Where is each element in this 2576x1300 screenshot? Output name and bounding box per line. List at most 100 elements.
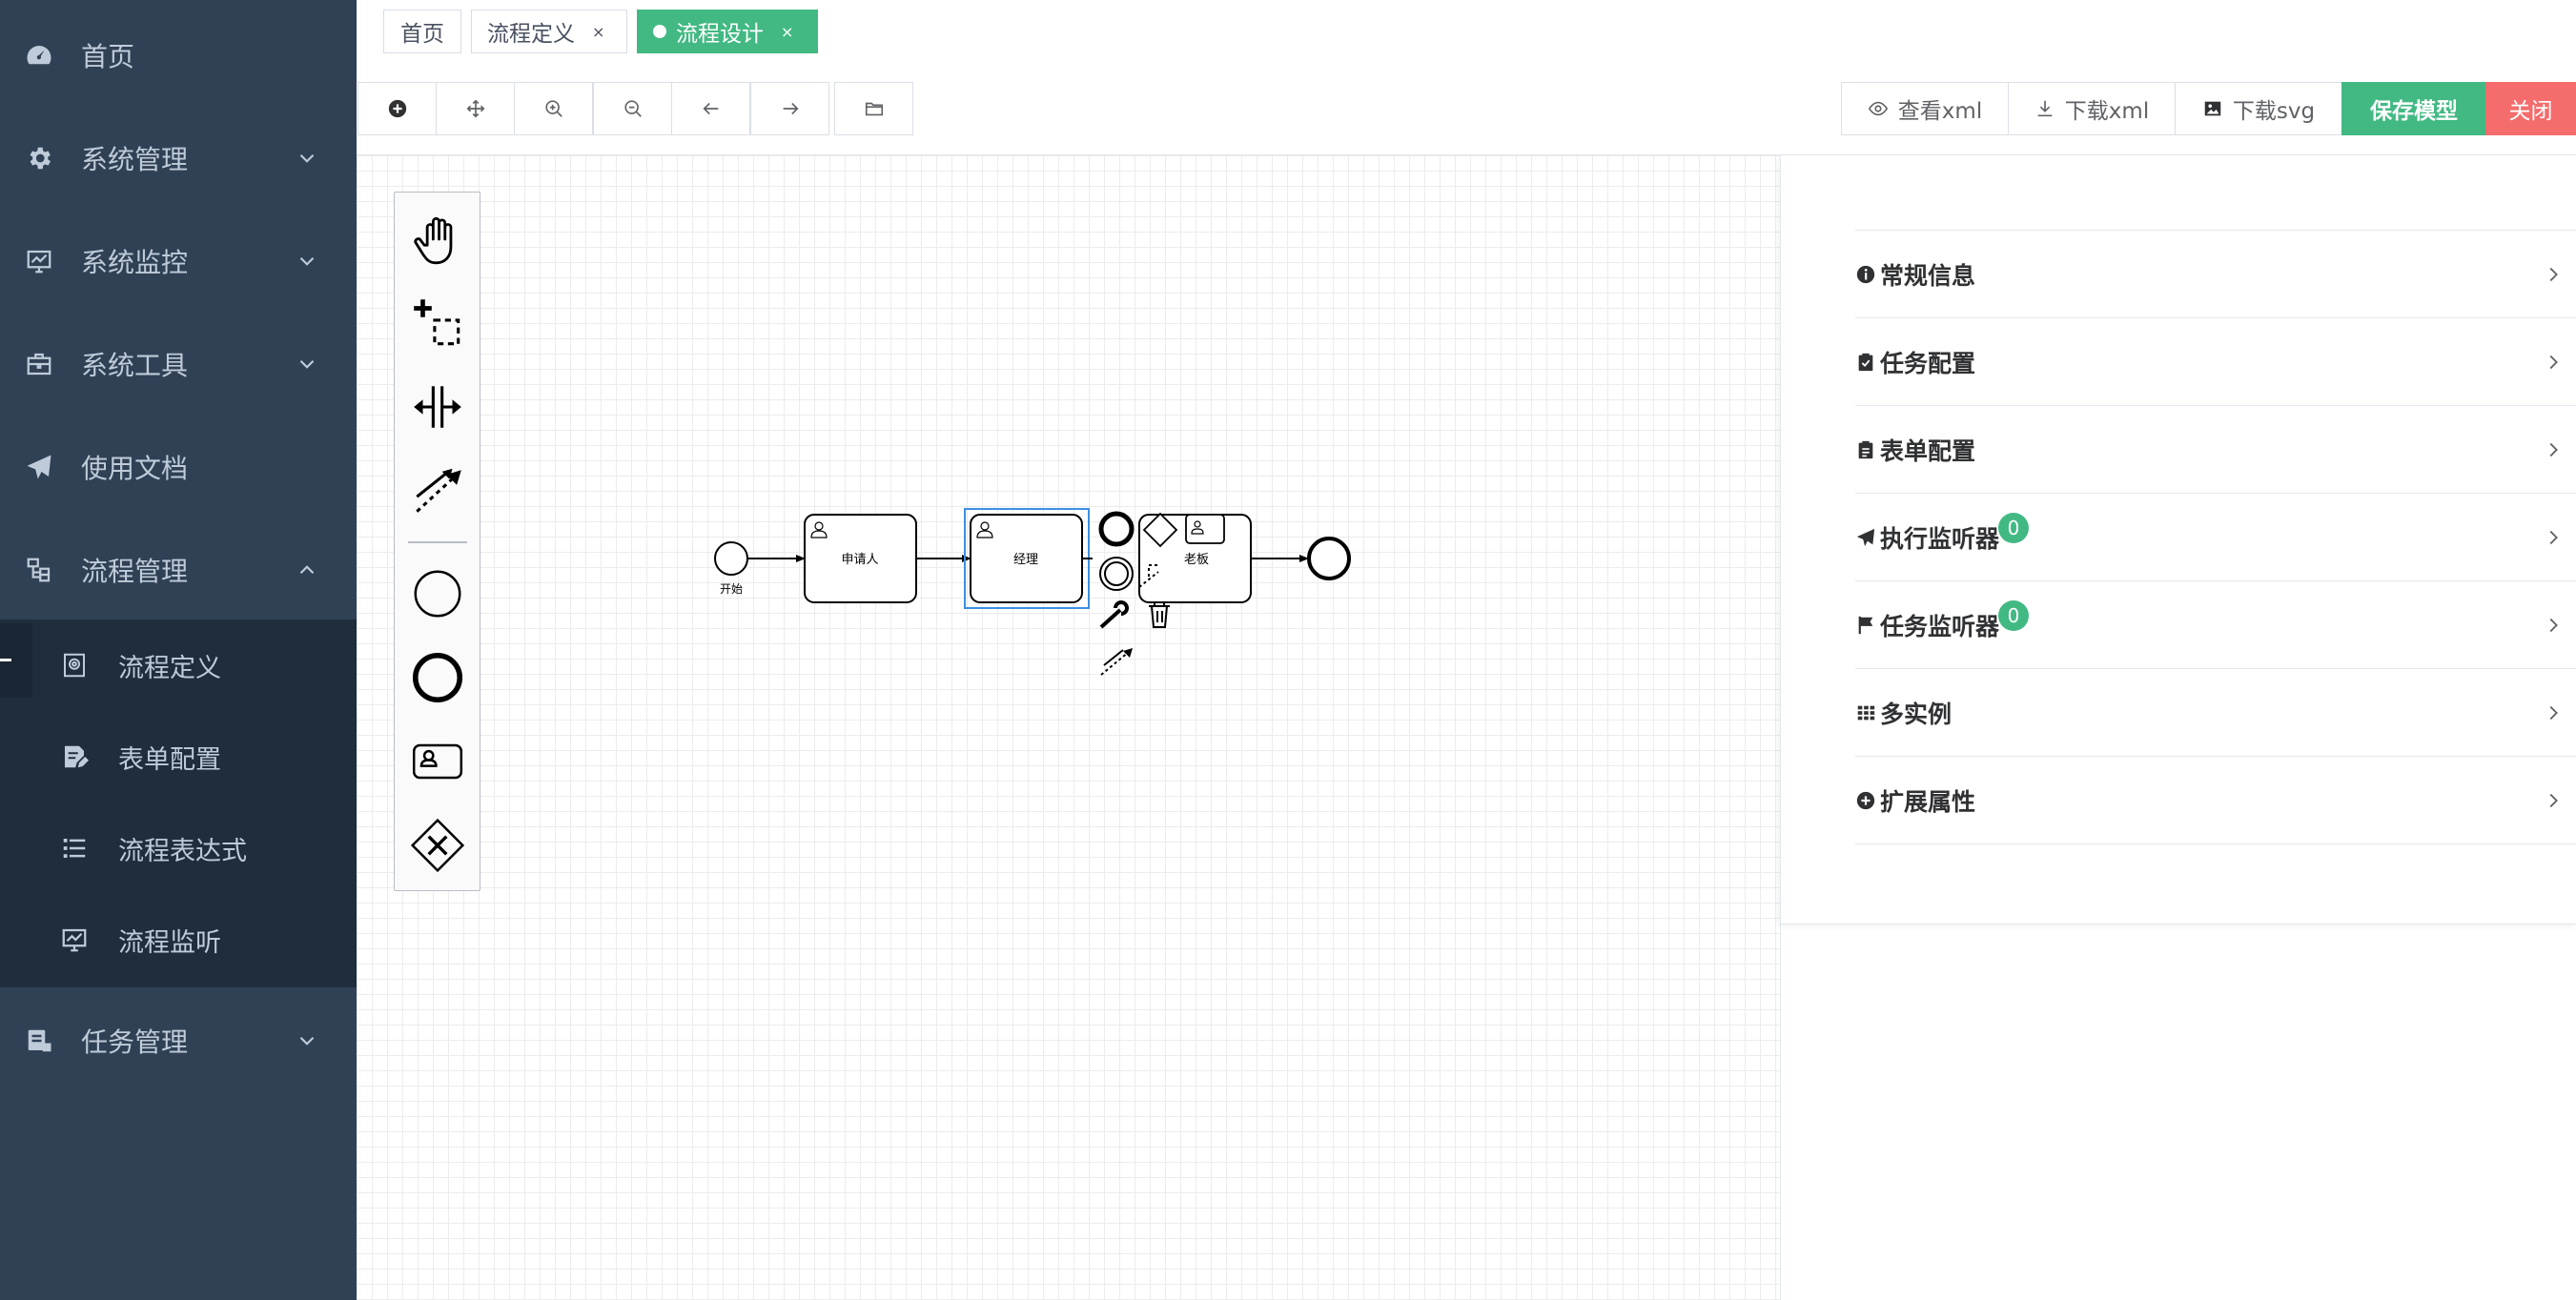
wrench-icon[interactable]	[1099, 600, 1129, 629]
bpmn-palette	[394, 192, 480, 891]
start-event[interactable]	[714, 541, 748, 576]
tag-flow-definition[interactable]: 流程定义 ×	[471, 10, 627, 53]
chevron-right-icon	[2549, 705, 2558, 720]
panel-item-task-config[interactable]: 任务配置	[1855, 318, 2576, 406]
append-gateway-icon[interactable]	[1142, 512, 1178, 548]
connect-icon[interactable]	[1100, 648, 1133, 676]
sidebar-item-flow-admin[interactable]: 流程管理	[0, 518, 357, 621]
task-icon	[28, 1029, 51, 1052]
sidebar-item-label: 系统监控	[81, 247, 189, 278]
save-model-button[interactable]: 保存模型	[2341, 82, 2486, 135]
chevron-right-icon	[2549, 267, 2558, 281]
chevron-right-icon	[2549, 793, 2558, 807]
panel-item-label: 常规信息	[1880, 261, 1976, 290]
tag-home[interactable]: 首页	[383, 10, 461, 53]
sidebar-item-label: 任务管理	[81, 1026, 189, 1058]
tag-close-icon[interactable]: ×	[592, 22, 605, 41]
new-diagram-button[interactable]	[358, 82, 437, 135]
panel-item-task-listener[interactable]: 任务监听器 0	[1855, 581, 2576, 669]
append-intermediate-event-icon[interactable]	[1099, 557, 1134, 591]
toolbox-icon	[27, 353, 51, 376]
active-indicator	[0, 623, 32, 698]
trash-icon[interactable]	[1149, 601, 1170, 628]
submenu-item-flow-expression[interactable]: 流程表达式	[0, 802, 357, 894]
open-file-button[interactable]	[834, 82, 913, 135]
fit-viewport-button[interactable]	[436, 82, 515, 135]
chevron-right-icon	[2549, 530, 2558, 544]
append-user-task-icon[interactable]	[1185, 514, 1225, 544]
gear-icon	[30, 147, 51, 170]
definition-icon	[64, 653, 85, 678]
chevron-down-icon	[299, 359, 315, 369]
arrow-right-icon	[783, 102, 799, 115]
count-badge: 0	[1998, 513, 2029, 543]
submenu-item-form-config[interactable]: 表单配置	[0, 711, 357, 802]
sidebar-item-home[interactable]: 首页	[0, 4, 357, 107]
redo-button[interactable]	[750, 82, 829, 135]
panel-item-general[interactable]: 常规信息	[1855, 231, 2576, 318]
panel-item-label: 任务监听器	[1880, 612, 2000, 640]
submenu-item-label: 流程定义	[118, 653, 221, 683]
image-icon	[2204, 101, 2221, 116]
download-svg-button[interactable]: 下载svg	[2175, 82, 2342, 135]
append-end-event-icon[interactable]	[1098, 511, 1135, 547]
global-connect-tool-icon[interactable]	[408, 461, 467, 520]
view-xml-button[interactable]: 查看xml	[1841, 82, 2009, 135]
eye-icon	[1868, 101, 1888, 116]
end-event[interactable]	[1307, 537, 1351, 580]
submenu-item-label: 表单配置	[118, 744, 221, 775]
sidebar-item-label: 流程管理	[81, 556, 189, 587]
clipboard-icon	[1858, 440, 1873, 458]
zoom-out-button[interactable]	[593, 82, 672, 135]
tag-flow-design[interactable]: 流程设计 ×	[637, 10, 818, 53]
user-task-icon[interactable]	[408, 732, 467, 791]
start-event-icon[interactable]	[408, 564, 467, 623]
monitor-icon	[62, 928, 87, 952]
sidebar-item-docs[interactable]: 使用文档	[0, 416, 357, 518]
button-label: 关闭	[2508, 99, 2553, 124]
end-event-icon[interactable]	[408, 648, 467, 707]
undo-button[interactable]	[671, 82, 750, 135]
panel-item-extension-properties[interactable]: 扩展属性	[1855, 757, 2576, 844]
divider	[1855, 230, 2576, 231]
panel-item-label: 表单配置	[1880, 437, 1976, 465]
sidebar-item-system-monitor[interactable]: 系统监控	[0, 210, 357, 313]
sidebar-item-task-admin[interactable]: 任务管理	[0, 989, 357, 1092]
bpmn-diagram: 开始 申请人 经理 老板	[714, 508, 1351, 676]
panel-item-execution-listener[interactable]: 执行监听器 0	[1855, 494, 2576, 581]
sidebar-item-system-admin[interactable]: 系统管理	[0, 107, 357, 210]
tags-view: 首页 流程定义 × 流程设计 ×	[357, 0, 2576, 64]
chevron-right-icon	[2549, 618, 2558, 632]
bpmn-canvas[interactable]	[357, 155, 1781, 1300]
zoom-in-button[interactable]	[514, 82, 593, 135]
info-icon	[1856, 265, 1875, 283]
clipboard-check-icon	[1858, 353, 1873, 371]
panel-item-label: 执行监听器	[1880, 524, 2000, 553]
monitor-icon	[27, 250, 51, 274]
exclusive-gateway-icon[interactable]	[408, 816, 467, 875]
lasso-tool-icon[interactable]	[408, 294, 467, 353]
submenu-item-flow-listener[interactable]: 流程监听	[0, 894, 357, 985]
chevron-down-icon	[299, 1036, 315, 1046]
submenu-item-flow-definition[interactable]: 流程定义	[0, 620, 357, 711]
sidebar-item-system-tools[interactable]: 系统工具	[0, 313, 357, 416]
submenu-item-label: 流程监听	[118, 927, 221, 958]
tag-close-icon[interactable]: ×	[781, 22, 794, 41]
download-xml-button[interactable]: 下载xml	[2008, 82, 2176, 135]
append-text-annotation-icon[interactable]	[1138, 564, 1160, 588]
sidebar-item-label: 系统管理	[81, 144, 189, 175]
properties-panel: 常规信息 任务配置 表单配置 执行监听器 0 任务监听器 0 多实例 扩展属性	[1780, 155, 2576, 924]
user-icon	[810, 521, 828, 538]
chevron-down-icon	[299, 256, 315, 266]
panel-item-form-config[interactable]: 表单配置	[1855, 406, 2576, 494]
palette-separator	[408, 541, 467, 543]
download-icon	[2037, 100, 2053, 117]
hand-tool-icon[interactable]	[408, 210, 467, 269]
sidebar: 首页 系统管理 系统监控 系统工具 使用文档 流程管理	[0, 0, 357, 1300]
close-button[interactable]: 关闭	[2485, 82, 2576, 135]
folder-icon	[865, 102, 883, 116]
panel-item-multi-instance[interactable]: 多实例	[1855, 669, 2576, 757]
space-tool-icon[interactable]	[408, 377, 467, 437]
panel-item-label: 任务配置	[1880, 349, 1976, 377]
form-edit-icon	[65, 745, 89, 768]
